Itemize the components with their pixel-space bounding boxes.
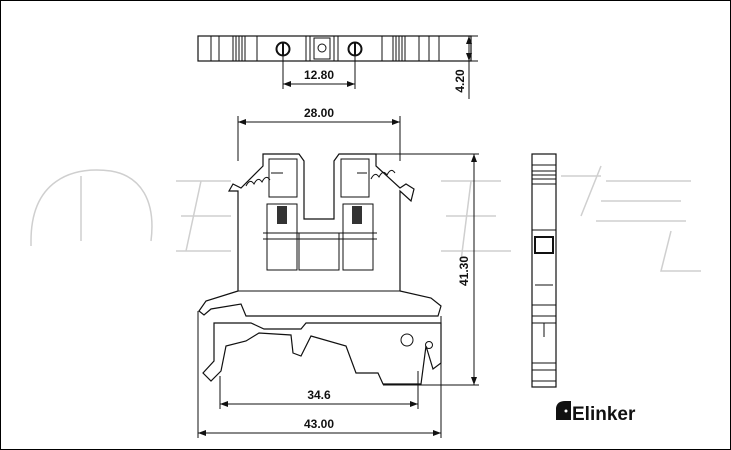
- dimension-rail-span: 34.6: [219, 371, 419, 409]
- dimension-screw-pitch: 12.80: [282, 56, 356, 89]
- screw-icon: [347, 41, 363, 57]
- dim-label-34-6: 34.6: [307, 388, 331, 402]
- dimension-top-thickness: 4.20: [453, 35, 478, 99]
- elinker-logo: Elinker: [556, 401, 636, 425]
- dim-label-12-80: 12.80: [304, 68, 334, 82]
- screw-icon: [275, 41, 291, 57]
- dimension-body-width: 28.00: [237, 106, 401, 161]
- logo-text: Elinker: [572, 404, 636, 425]
- dim-label-41-30: 41.30: [457, 256, 471, 286]
- dim-label-28-00: 28.00: [304, 106, 334, 120]
- dimension-overall-width: 43.00: [197, 311, 442, 438]
- side-view: [531, 153, 557, 388]
- dimension-height: 41.30: [376, 153, 479, 386]
- dim-label-43-00: 43.00: [304, 417, 334, 431]
- dim-label-4-20: 4.20: [453, 69, 467, 93]
- logo-icon: [556, 401, 571, 420]
- top-view: [197, 35, 472, 62]
- front-view: [198, 153, 442, 385]
